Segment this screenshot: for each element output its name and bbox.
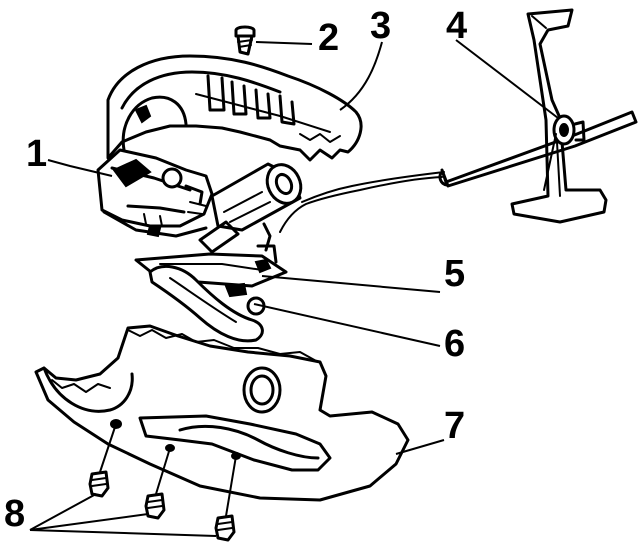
- callout-4: 4: [446, 5, 467, 47]
- callout-7: 7: [444, 405, 465, 447]
- ignition-lock: [198, 162, 303, 254]
- callout-2: 2: [318, 17, 339, 59]
- screw-top: [234, 25, 256, 56]
- callout-6: 6: [444, 323, 465, 365]
- screw-left: [88, 470, 110, 498]
- lower-shroud: [34, 324, 410, 502]
- upper-shroud: [106, 54, 363, 162]
- screw-right: [214, 514, 236, 542]
- combination-switch: [96, 148, 214, 238]
- callout-8: 8: [4, 493, 25, 535]
- trim-piece: [148, 264, 266, 343]
- turn-signal-lever: [438, 8, 638, 224]
- callout-3: 3: [370, 5, 391, 47]
- callout-5: 5: [444, 253, 465, 295]
- leader-lines: [29, 39, 559, 537]
- screw-middle: [144, 492, 166, 520]
- callout-1: 1: [26, 133, 47, 175]
- lever-wiring: [279, 176, 443, 233]
